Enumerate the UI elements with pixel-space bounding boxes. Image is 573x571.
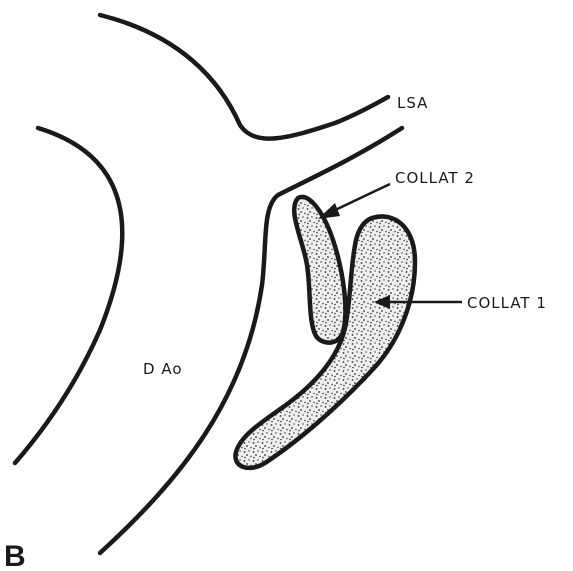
panel-letter: B <box>4 540 26 571</box>
collat2-label: COLLAT 2 <box>395 169 475 187</box>
lsa-upper-wall <box>100 15 388 139</box>
collat1-label: COLLAT 1 <box>467 294 547 312</box>
lsa-label: LSA <box>397 94 428 112</box>
collat2-pointer-line <box>331 184 390 212</box>
aorta-left-wall <box>15 128 122 463</box>
descending-aorta-label: D Ao <box>143 360 183 378</box>
collateral-2-vessel <box>294 197 345 343</box>
